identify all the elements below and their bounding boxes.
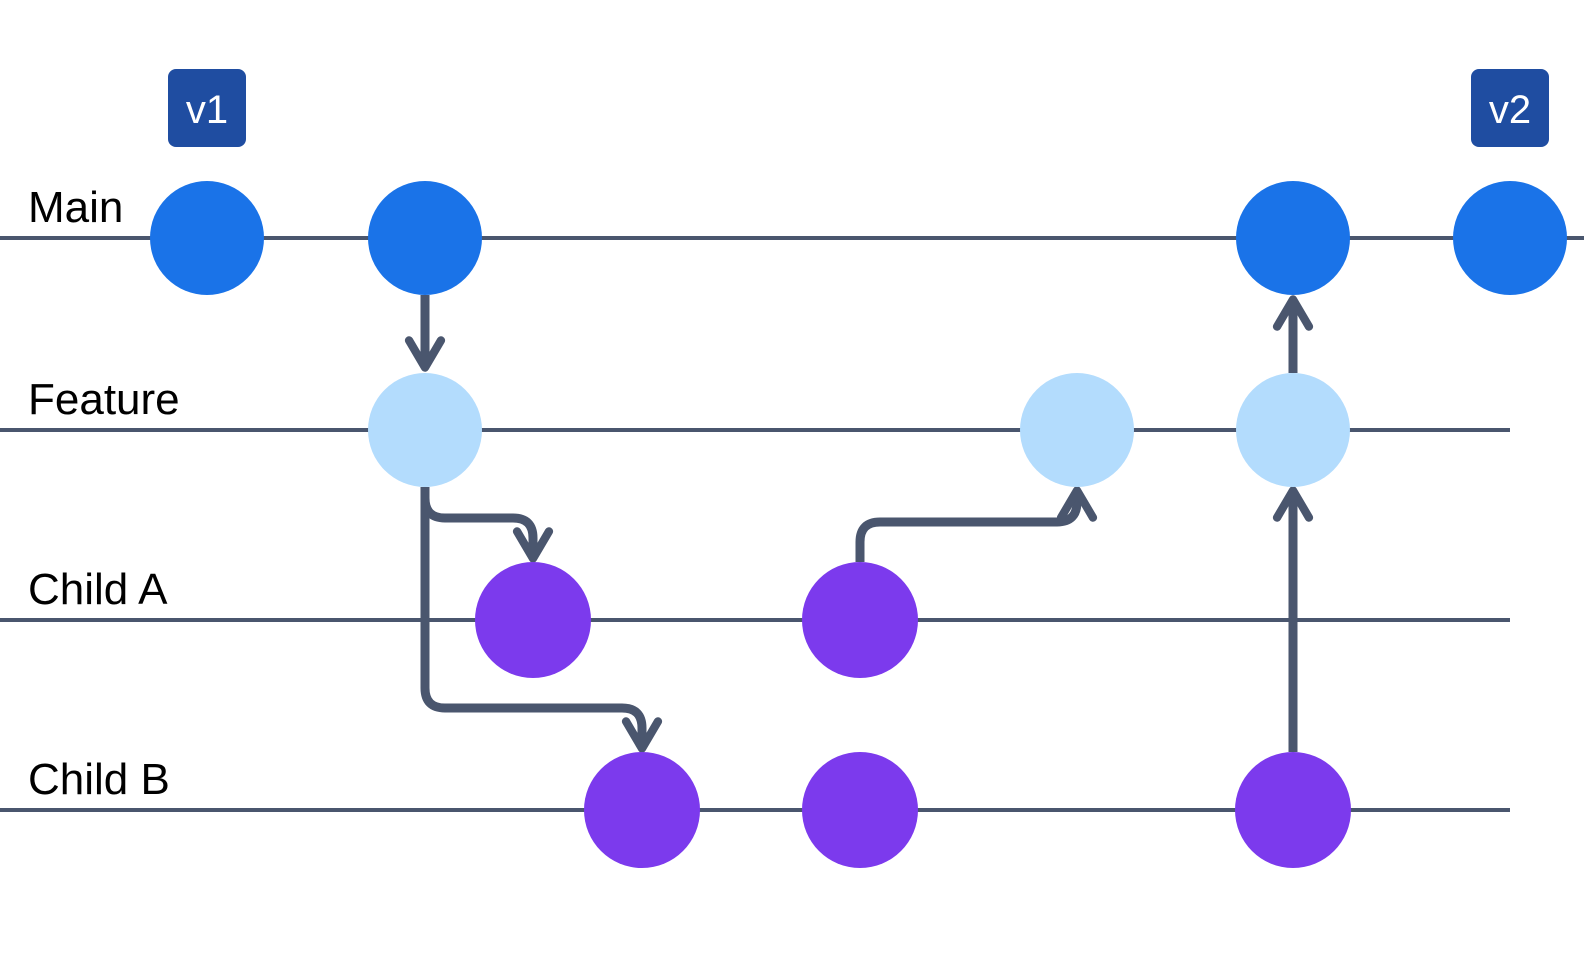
version-tag-v2[interactable]: v2 — [1471, 69, 1549, 147]
version-tags-group: v1 v2 — [168, 69, 1549, 147]
commit-node-feature-c2[interactable] — [1020, 373, 1134, 487]
lane-label-child-b: Child B — [28, 755, 170, 804]
commit-node-main-c2[interactable] — [368, 181, 482, 295]
commit-node-child-b-c1[interactable] — [584, 752, 700, 868]
lane-label-feature: Feature — [28, 375, 180, 424]
commit-node-feature-c3[interactable] — [1236, 373, 1350, 487]
commit-node-child-b-c3[interactable] — [1235, 752, 1351, 868]
connector-branch-feature-to-child-b — [420, 487, 663, 753]
connectors-group — [404, 295, 1314, 753]
version-tag-background — [1471, 69, 1549, 147]
commit-node-main-c4[interactable] — [1453, 181, 1567, 295]
commit-node-main-c3[interactable] — [1236, 181, 1350, 295]
commit-nodes-group — [150, 181, 1567, 868]
commit-node-main-c1[interactable] — [150, 181, 264, 295]
version-tag-label: v2 — [1489, 88, 1531, 132]
version-tag-v1[interactable]: v1 — [168, 69, 246, 147]
version-tag-label: v1 — [186, 88, 228, 132]
lane-lines-group — [0, 236, 1584, 812]
lane-label-child-a: Child A — [28, 565, 168, 614]
commit-node-child-a-c2[interactable] — [802, 562, 918, 678]
connector-merge-child-a-to-feature — [855, 486, 1098, 562]
connector-branch-feature-to-child-a — [420, 487, 554, 563]
commit-node-feature-c1[interactable] — [368, 373, 482, 487]
commit-node-child-a-c1[interactable] — [475, 562, 591, 678]
commit-node-child-b-c2[interactable] — [802, 752, 918, 868]
version-tag-background — [168, 69, 246, 147]
lane-label-main: Main — [28, 183, 123, 232]
